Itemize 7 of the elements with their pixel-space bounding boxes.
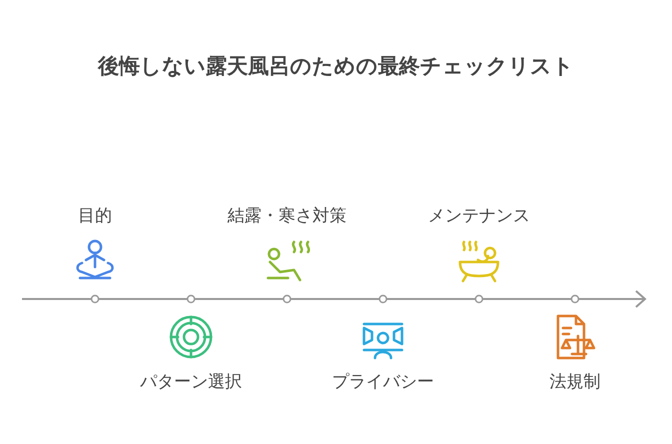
milestone-label: 目的 [77,205,113,227]
milestone-label: メンテナンス [427,205,531,227]
milestone-label: 法規制 [548,371,602,393]
milestone-label: プライバシー [331,371,435,393]
milestone-label: 結露・寒さ対策 [226,205,348,227]
title: 後悔しない露天風呂のための最終チェックリスト [96,53,575,80]
milestone-label: パターン選択 [139,371,243,393]
